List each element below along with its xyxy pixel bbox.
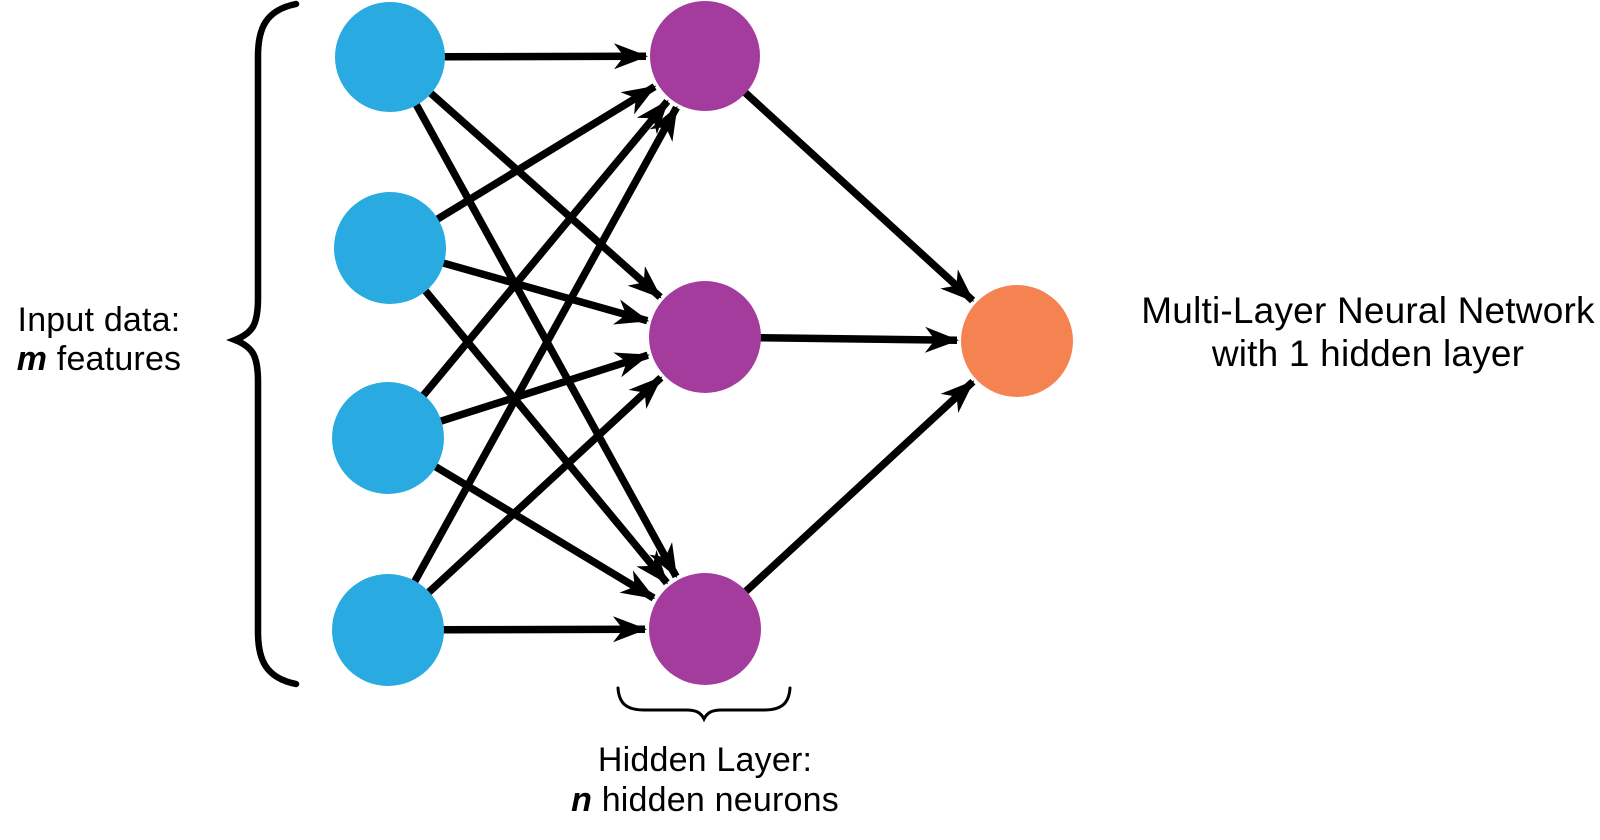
input-node-3 bbox=[332, 382, 444, 494]
input-features-brace bbox=[226, 0, 300, 688]
n-neurons-variable: n bbox=[571, 781, 593, 820]
output-node-1 bbox=[961, 285, 1073, 397]
input-node-2 bbox=[334, 192, 446, 304]
network-title-line1: Multi-Layer Neural Network bbox=[1141, 290, 1595, 331]
network-title-line2: with 1 hidden layer bbox=[1211, 332, 1525, 374]
hidden-node-3 bbox=[649, 573, 761, 685]
edge-input-2-to-hidden-1 bbox=[438, 351, 650, 426]
edge-hidden-2-to-output-0 bbox=[742, 378, 976, 596]
hidden-label-line2: n hidden neurons bbox=[545, 780, 865, 820]
m-features-variable: m bbox=[16, 340, 48, 379]
hidden-neurons-text: hidden neurons bbox=[592, 781, 839, 820]
input-layer-label: Input data: m features bbox=[4, 301, 194, 379]
edge-input-1-to-hidden-0 bbox=[434, 83, 657, 224]
features-text: features bbox=[47, 340, 182, 379]
edge-input-3-to-hidden-0 bbox=[410, 105, 680, 585]
edge-input-2-to-hidden-0 bbox=[419, 99, 671, 399]
hidden-layer-label: Hidden Layer: n hidden neurons bbox=[545, 740, 865, 820]
edge-input-2-to-hidden-2 bbox=[432, 462, 656, 602]
hidden-node-1 bbox=[650, 1, 760, 111]
edge-input-1-to-hidden-2 bbox=[421, 287, 670, 586]
hidden-layer-brace bbox=[616, 686, 792, 723]
edge-input-1-to-hidden-1 bbox=[440, 259, 650, 325]
input-node-4 bbox=[332, 574, 444, 686]
input-label-line1: Input data: bbox=[17, 301, 181, 339]
edge-input-3-to-hidden-1 bbox=[425, 374, 664, 597]
edge-input-0-to-hidden-0 bbox=[442, 43, 648, 70]
network-title-label: Multi-Layer Neural Network with 1 hidden… bbox=[1128, 290, 1600, 376]
hidden-node-2 bbox=[649, 281, 761, 393]
edge-input-0-to-hidden-1 bbox=[427, 89, 663, 300]
input-node-1 bbox=[335, 2, 445, 112]
edge-hidden-0-to-output-0 bbox=[741, 88, 976, 304]
hidden-label-line1: Hidden Layer: bbox=[597, 741, 813, 779]
edge-input-3-to-hidden-2 bbox=[441, 616, 647, 643]
edge-hidden-1-to-output-0 bbox=[758, 326, 959, 353]
input-label-line2: m features bbox=[4, 340, 194, 379]
